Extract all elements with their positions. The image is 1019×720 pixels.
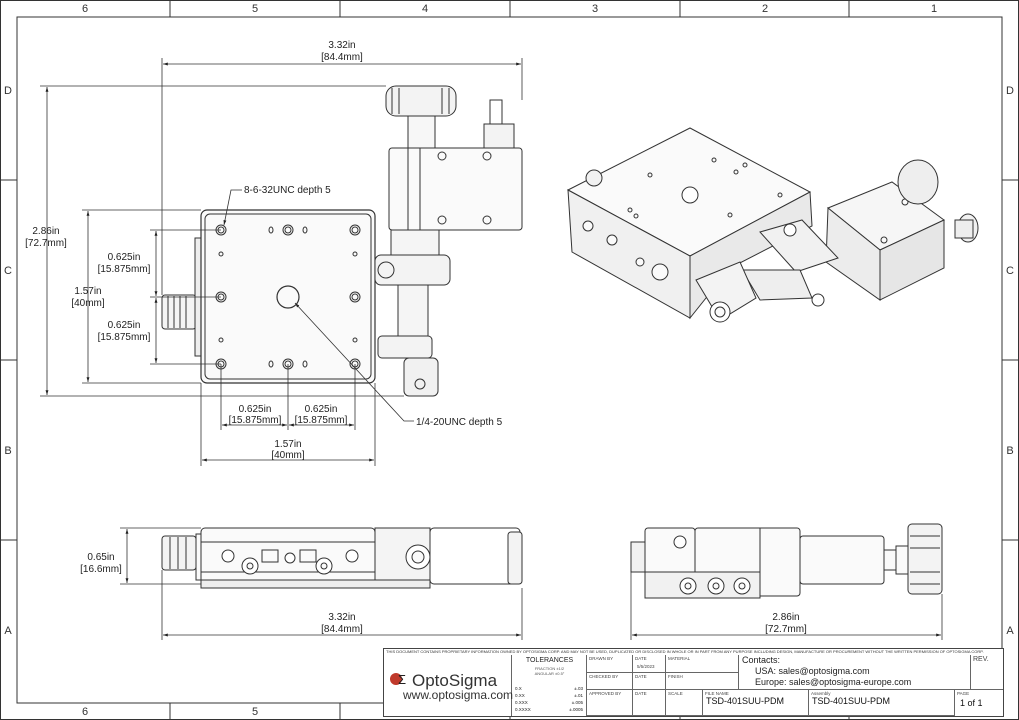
side-view-dimensions xyxy=(630,572,943,640)
proprietary-notice: THIS DOCUMENT CONTAINS PROPRIETARY INFOR… xyxy=(386,649,984,654)
dim-overall-width-mm: [84.4mm] xyxy=(321,52,363,63)
front-view xyxy=(161,527,523,589)
company-logo: Σ OptoSigma www.optosigma.com xyxy=(384,655,514,716)
front-view-dimensions xyxy=(120,527,523,640)
contacts-cell: Contacts: USA: sales@optosigma.com Europ… xyxy=(739,655,971,690)
dim-stage-height-mm: [40mm] xyxy=(71,298,105,309)
approved-by-cell: APPROVED BY xyxy=(587,690,633,716)
zone-label-bottom-6: 6 xyxy=(82,706,88,718)
dim-side-width-in: 2.86in xyxy=(772,612,799,623)
zone-label-right-a: A xyxy=(1006,625,1014,637)
dim-upper-pitch-mm: [15.875mm] xyxy=(98,264,151,275)
tol-row: 0.X±.03 xyxy=(515,686,583,691)
drawn-date: 5/5/2023 xyxy=(637,664,655,669)
callout-center-hole: 1/4-20UNC depth 5 xyxy=(416,417,503,428)
dim-lower-pitch-in: 0.625in xyxy=(108,320,141,331)
zone-label-top-6: 6 xyxy=(82,3,88,15)
contacts-label: Contacts: xyxy=(742,655,781,665)
zone-label-bottom-5: 5 xyxy=(252,706,258,718)
zone-label-right-c: C xyxy=(1006,265,1014,277)
zone-label-right-b: B xyxy=(1006,445,1013,457)
tol-row: 0.XXXX±.0005 xyxy=(515,707,583,712)
inner-frame xyxy=(16,16,1003,704)
checked-date-cell: DATE xyxy=(633,673,666,690)
dim-front-width-mm: [84.4mm] xyxy=(321,624,363,635)
dim-lower-pitch-mm: [15.875mm] xyxy=(98,332,151,343)
material-cell: MATERIAL xyxy=(666,655,739,673)
dim-front-height-in: 0.65in xyxy=(87,552,114,563)
rev-cell: REV. xyxy=(971,655,1003,690)
dim-stage-height-in: 1.57in xyxy=(74,286,101,297)
page-cell: PAGE 1 of 1 xyxy=(957,691,983,708)
dim-bottom-pitch-left-in: 0.625in xyxy=(239,404,272,415)
stage-top-plate xyxy=(200,209,376,384)
dim-front-height-mm: [16.6mm] xyxy=(80,564,122,575)
dim-stage-width-in: 1.57in xyxy=(274,439,301,450)
dim-overall-height-mm: [72.7mm] xyxy=(25,238,67,249)
callout-threaded-holes: 8-6-32UNC depth 5 xyxy=(244,185,331,196)
zone-label-top-1: 1 xyxy=(931,3,937,15)
tolerances-block: TOLERANCES FRACTION ±1/2 ANGULAR ±0.5° 0… xyxy=(512,655,587,716)
zone-label-top-3: 3 xyxy=(592,3,598,15)
title-block: THIS DOCUMENT CONTAINS PROPRIETARY INFOR… xyxy=(383,648,1004,717)
tol-row: 0.XX±.01 xyxy=(515,693,583,698)
checked-by-cell: CHECKED BY xyxy=(587,673,633,690)
dim-overall-width-in: 3.32in xyxy=(328,40,355,51)
isometric-view xyxy=(566,127,979,323)
dim-overall-height-in: 2.86in xyxy=(32,226,59,237)
dim-bottom-pitch-left-mm: [15.875mm] xyxy=(229,415,282,426)
dim-side-width-mm: [72.7mm] xyxy=(765,624,807,635)
brand-name: OptoSigma xyxy=(412,671,498,690)
dim-bottom-pitch-right-mm: [15.875mm] xyxy=(295,415,348,426)
zone-label-left-a: A xyxy=(4,625,12,637)
zone-label-top-5: 5 xyxy=(252,3,258,15)
zone-label-left-c: C xyxy=(4,265,12,277)
zone-label-top-2: 2 xyxy=(762,3,768,15)
usa-contact: USA: sales@optosigma.com xyxy=(755,666,870,676)
side-view xyxy=(630,523,943,599)
zone-label-left-d: D xyxy=(4,85,12,97)
dim-front-width-in: 3.32in xyxy=(328,612,355,623)
top-view-dimensions xyxy=(40,58,523,466)
fraction-tolerance: FRACTION ±1/2 xyxy=(534,666,565,671)
optosigma-logo-icon: Σ xyxy=(390,672,406,686)
dim-upper-pitch-in: 0.625in xyxy=(108,252,141,263)
zone-label-left-b: B xyxy=(4,445,11,457)
zone-label-right-d: D xyxy=(1006,85,1014,97)
file-name: TSD-401SUU-PDM xyxy=(706,696,785,706)
tol-row: 0.XXX±.005 xyxy=(515,700,583,705)
approved-date-cell: DATE xyxy=(633,690,666,716)
svg-text:Σ: Σ xyxy=(398,672,406,686)
europe-contact: Europe: sales@optosigma-europe.com xyxy=(755,677,912,687)
file-name-cell: FILE NAME TSD-401SUU-PDM xyxy=(703,690,809,716)
drawn-by-cell: DRAWN BY xyxy=(587,655,633,673)
tolerances-title: TOLERANCES xyxy=(525,657,574,664)
dim-bottom-pitch-right-in: 0.625in xyxy=(305,404,338,415)
assembly-cell: Assembly TSD-401SUU-PDM xyxy=(809,690,955,716)
company-website: www.optosigma.com xyxy=(403,688,514,702)
dim-stage-width-mm: [40mm] xyxy=(271,450,305,461)
center-mount-hole xyxy=(276,285,300,309)
top-view xyxy=(161,85,523,397)
assembly-name: TSD-401SUU-PDM xyxy=(812,696,891,706)
finish-cell: FINISH xyxy=(666,673,739,690)
page-number: 1 of 1 xyxy=(960,698,983,708)
zone-label-top-4: 4 xyxy=(422,3,428,15)
angular-tolerance: ANGULAR ±0.5° xyxy=(534,671,565,676)
motor-housing xyxy=(388,147,523,231)
scale-cell: SCALE xyxy=(666,690,703,716)
